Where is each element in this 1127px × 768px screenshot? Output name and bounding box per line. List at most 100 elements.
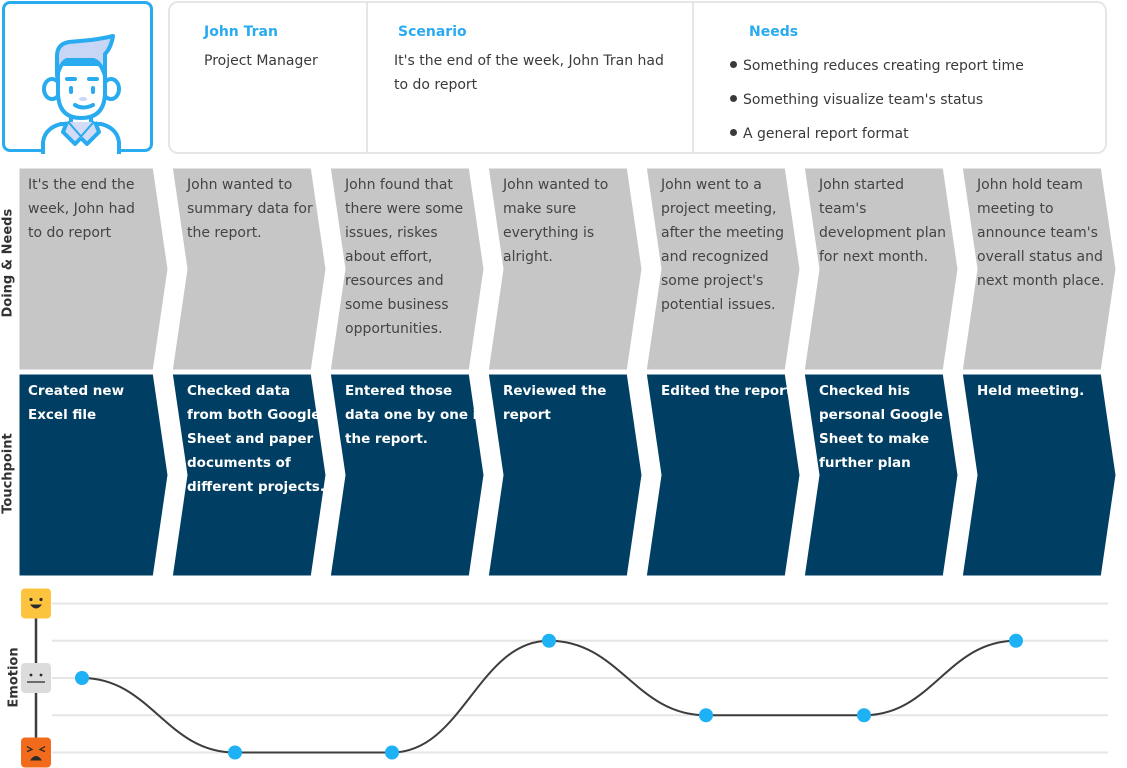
- stage-3-touchpoint-text: Entered those data one by one in the repor…: [345, 379, 495, 451]
- text-line: and recognized: [661, 249, 769, 265]
- text-line: Sheet to make: [819, 431, 930, 447]
- text-line: meeting to: [977, 201, 1054, 217]
- text-line: Excel file: [28, 407, 97, 423]
- text-line: Entered those: [345, 383, 453, 399]
- stage-6-doing-text: John started team's development plan for ne…: [819, 173, 969, 269]
- stage-5-touchpoint-text: Edited the report: [661, 379, 811, 403]
- emotion-point-stage-2: [228, 745, 242, 760]
- text-line: Created new: [28, 383, 125, 399]
- stage-1-doing-chevron: [14, 163, 173, 375]
- stage-3-touchpoint-chevron: [325, 369, 489, 580]
- bullet-icon: [730, 94, 737, 102]
- text-line: It's the end the: [28, 177, 135, 193]
- needs-title: Needs: [749, 24, 799, 40]
- text-line: everything is: [503, 225, 595, 241]
- stage-2-doing-text: John wanted to summary data for the report…: [187, 173, 337, 245]
- neutral-face-icon: [21, 663, 51, 693]
- text-line: some business: [345, 297, 449, 313]
- stage-1-doing-text: It's the end the week, John had to do repo…: [28, 173, 178, 245]
- persona-role: Project Manager: [204, 53, 318, 69]
- text-line: after the meeting: [661, 225, 784, 241]
- text-line: to do report: [28, 225, 112, 241]
- stage-5-touchpoint-chevron: [641, 369, 805, 580]
- text-line: team's: [819, 201, 867, 217]
- text-line: documents of: [187, 455, 291, 471]
- scenario-section: Scenario It's the end of the week, John …: [368, 3, 694, 152]
- text-line: resources and: [345, 273, 444, 289]
- text-line: Edited the report: [661, 383, 793, 399]
- stage-7-doing-text: John hold team meeting to announce team's o…: [977, 173, 1127, 293]
- text-line: the report.: [187, 225, 262, 241]
- text-line: about effort,: [345, 249, 433, 265]
- text-line: personal Google: [819, 407, 943, 423]
- sad-face-icon: [21, 737, 51, 768]
- stage-2-touchpoint-chevron: [167, 369, 331, 580]
- happy-face-icon: [21, 588, 51, 619]
- text-line: announce team's: [977, 225, 1098, 241]
- needs-section: Needs Something reduces creating report …: [694, 3, 1107, 152]
- emotion-point-stage-3: [385, 745, 399, 760]
- text-line: John wanted to: [187, 177, 293, 193]
- emotion-point-stage-6: [857, 708, 871, 723]
- text-line: John hold team: [977, 177, 1083, 193]
- text-line: Reviewed the: [503, 383, 607, 399]
- persona-name: John Tran: [204, 24, 278, 40]
- needs-list: Something reduces creating report time S…: [730, 49, 1024, 151]
- text-line: opportunities.: [345, 321, 443, 337]
- text-line: issues, riskes: [345, 225, 438, 241]
- text-line: for next month.: [819, 249, 929, 265]
- text-line: some project's: [661, 273, 764, 289]
- text-line: from both Google: [187, 407, 321, 423]
- emotion-chart: [21, 588, 1108, 768]
- text-line: next month place.: [977, 273, 1105, 289]
- text-line: data one by one in: [345, 407, 487, 423]
- stage-1-touchpoint-chevron: [14, 369, 173, 580]
- bullet-icon: [730, 60, 737, 68]
- journey-stages: [14, 163, 1121, 580]
- needs-item: A general report format: [730, 117, 1024, 151]
- text-line: John started: [819, 177, 904, 193]
- text-line: project meeting,: [661, 201, 777, 217]
- emotion-point-stage-1: [75, 671, 89, 685]
- scenario-text-line-2: to do report: [394, 77, 478, 93]
- text-line: week, John had: [28, 201, 135, 217]
- stage-4-touchpoint-chevron: [483, 369, 647, 580]
- stage-6-touchpoint-chevron: [799, 369, 963, 580]
- text-line: summary data for: [187, 201, 313, 217]
- text-line: Held meeting.: [977, 383, 1085, 399]
- text-line: Checked data: [187, 383, 291, 399]
- persona-info-card: John Tran Project Manager Scenario It's …: [168, 1, 1107, 154]
- emotion-point-stage-5: [699, 708, 713, 723]
- text-line: overall status and: [977, 249, 1103, 265]
- stage-7-touchpoint-chevron: [957, 369, 1121, 580]
- text-line: John went to a: [661, 177, 762, 193]
- text-line: alright.: [503, 249, 553, 265]
- man-avatar-icon: [41, 34, 121, 154]
- stage-3-doing-text: John found that there were some issues, ri…: [345, 173, 495, 341]
- text-line: Checked his: [819, 383, 911, 399]
- text-line: John found that: [345, 177, 453, 193]
- text-line: make sure: [503, 201, 577, 217]
- emotion-line: [81, 639, 1017, 754]
- bullet-icon: [730, 128, 737, 136]
- stage-5-doing-text: John went to a project meeting, after the …: [661, 173, 811, 317]
- needs-item: Something reduces creating report time: [730, 49, 1024, 83]
- text-line: different projects.: [187, 479, 325, 495]
- persona-section: John Tran Project Manager: [170, 3, 368, 152]
- text-line: development plan: [819, 225, 947, 241]
- text-line: the report.: [345, 431, 428, 447]
- text-line: there were some: [345, 201, 464, 217]
- scenario-text-line-1: It's the end of the week, John Tran had: [394, 53, 664, 69]
- text-line: Sheet and paper: [187, 431, 314, 447]
- text-line: further plan: [819, 455, 911, 471]
- scenario-title: Scenario: [398, 24, 467, 40]
- emotion-point-stage-7: [1009, 633, 1023, 648]
- emotion-point-stage-4: [542, 633, 556, 648]
- needs-item: Something visualize team's status: [730, 83, 1024, 117]
- text-line: potential issues.: [661, 297, 776, 313]
